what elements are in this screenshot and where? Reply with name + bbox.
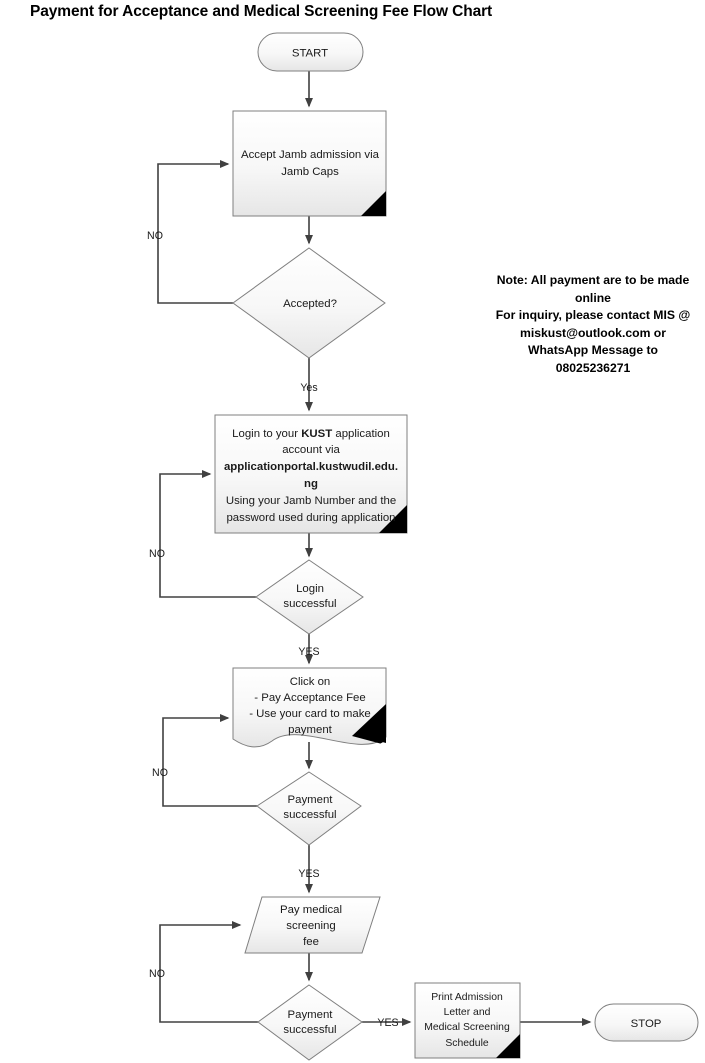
login-decision-shape — [255, 559, 364, 635]
edge-label-yes-login: YES — [298, 646, 319, 658]
payment-decision-1-line-1: Payment — [288, 794, 334, 806]
node-pay-medical[interactable]: Pay medical screening fee — [244, 896, 381, 954]
login-line-1c: application — [332, 428, 390, 440]
payment-decision-1-shape — [256, 771, 362, 846]
node-payment-decision-1[interactable]: Payment successful — [256, 771, 362, 846]
stop-terminator-shape — [594, 1003, 699, 1042]
click-on-fold-icon-outer — [356, 706, 386, 743]
login-line-5: Using your Jamb Number and the — [226, 495, 396, 507]
login-decision-line-1: Login — [296, 583, 324, 595]
print-admission-line-1: Print Admission — [431, 992, 503, 1003]
login-line-1b: KUST — [301, 428, 332, 440]
payment-decision-1-line-2: successful — [283, 809, 336, 821]
pay-medical-parallelogram-shape — [244, 896, 381, 954]
print-admission-line-3: Medical Screening — [424, 1022, 510, 1033]
node-start[interactable]: START — [257, 32, 364, 72]
connector-no-loop-accepted — [157, 159, 233, 304]
edge-label-no-4: NO — [149, 968, 165, 980]
click-on-line-3: - Use your card to make — [249, 708, 371, 720]
login-line-4: ng — [304, 478, 318, 490]
accept-jamb-box-shape — [232, 110, 387, 217]
edge-label-yes-payment-2: YES — [377, 1017, 398, 1029]
node-print-admission[interactable]: Print Admission Letter and Medical Scree… — [414, 982, 521, 1059]
node-accept-jamb[interactable]: Accept Jamb admission via Jamb Caps — [232, 110, 387, 217]
click-on-line-2: - Pay Acceptance Fee — [254, 692, 365, 704]
print-admission-line-4: Schedule — [445, 1038, 489, 1049]
pay-medical-line-1: Pay medical — [280, 904, 342, 916]
edge-label-no-2: NO — [149, 548, 165, 560]
node-click-on[interactable]: Click on - Pay Acceptance Fee - Use your… — [232, 667, 387, 748]
node-payment-decision-2[interactable]: Payment successful — [257, 984, 363, 1061]
note-line-2: online — [575, 290, 611, 305]
note-line-5: WhatsApp Message to — [527, 343, 659, 357]
login-line-1a: Login to your — [232, 428, 301, 440]
note-line-6: 08025236271 — [555, 360, 631, 375]
start-label: START — [292, 48, 328, 60]
start-terminator-shape — [257, 32, 364, 72]
pay-medical-line-2: screening — [286, 920, 335, 932]
node-login[interactable]: Login to your KUST application account v… — [214, 414, 408, 534]
login-line-1: Login to your KUST application — [232, 428, 390, 440]
connector-no-loop-login — [159, 469, 256, 598]
click-on-document-shape — [232, 667, 387, 748]
accepted-decision-label: Accepted? — [283, 298, 337, 310]
stop-label: STOP — [631, 1018, 662, 1030]
login-fold-icon — [379, 505, 407, 533]
connector-no-loop-payment1 — [162, 713, 257, 807]
login-line-6: password used during application — [226, 512, 395, 524]
edge-label-no-3: NO — [152, 767, 168, 779]
accept-jamb-line-2: Jamb Caps — [281, 166, 339, 178]
node-stop[interactable]: STOP — [594, 1003, 699, 1042]
click-on-line-4: payment — [288, 724, 333, 736]
login-line-3: applicationportal.kustwudil.edu. — [224, 461, 398, 473]
payment-decision-2-line-1: Payment — [288, 1009, 334, 1021]
pay-medical-line-3: fee — [303, 936, 319, 948]
note-line-4: miskust@outlook.com or — [520, 325, 666, 340]
click-on-line-1: Click on — [290, 676, 331, 688]
accept-jamb-line-1: Accept Jamb admission via — [241, 149, 380, 161]
print-admission-line-2: Letter and — [444, 1007, 491, 1018]
login-box-shape — [214, 414, 408, 534]
payment-decision-2-shape — [257, 984, 363, 1061]
accept-jamb-fold-icon — [361, 191, 386, 216]
node-login-decision[interactable]: Login successful — [255, 559, 364, 635]
note-block: Note: All payment are to be made online … — [488, 272, 698, 377]
login-line-2: account via — [282, 444, 340, 456]
note-line-3: For inquiry, please contact MIS @ — [495, 308, 691, 322]
print-admission-box-shape — [414, 982, 521, 1059]
edge-label-yes-accepted: Yes — [300, 382, 317, 394]
edge-label-no-1: NO — [147, 230, 163, 242]
edge-label-yes-payment-1: YES — [298, 868, 319, 880]
print-admission-fold-icon — [496, 1034, 520, 1058]
login-decision-line-2: successful — [283, 598, 336, 610]
accepted-decision-shape — [232, 247, 386, 359]
connector-no-loop-payment2 — [159, 920, 258, 1023]
payment-decision-2-line-2: successful — [283, 1024, 336, 1036]
page-title: Payment for Acceptance and Medical Scree… — [30, 3, 493, 20]
node-accepted-decision[interactable]: Accepted? — [232, 247, 386, 359]
note-line-1: Note: All payment are to be made — [496, 273, 690, 287]
